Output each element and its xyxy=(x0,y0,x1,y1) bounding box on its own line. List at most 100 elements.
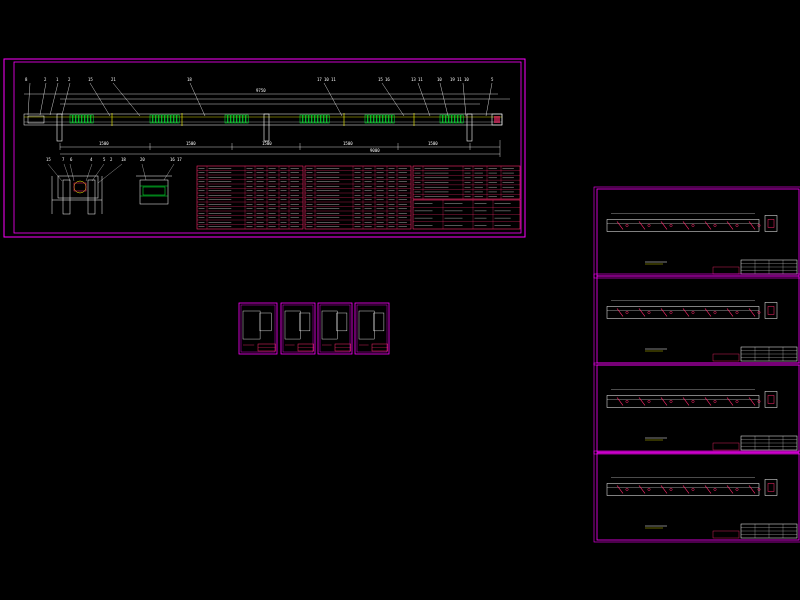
main-callout-label: 1 xyxy=(56,77,59,82)
beam-hole xyxy=(647,400,651,403)
thumbnail-part-view xyxy=(259,312,272,332)
beam-hole xyxy=(647,488,651,491)
main-callout-label: 13 xyxy=(411,77,416,82)
part-revision-block xyxy=(712,442,740,451)
section-view-right xyxy=(136,175,172,205)
idler-roller xyxy=(370,114,374,124)
part-sheet-outer-frame xyxy=(593,450,800,543)
idler-roller xyxy=(364,114,368,124)
idler-roller xyxy=(81,114,85,124)
beam-hole xyxy=(669,224,673,227)
thumbnail-inner-frame xyxy=(282,304,314,353)
beam-hole-mark xyxy=(726,308,734,317)
beam-hole xyxy=(757,488,761,491)
beam-hole-mark xyxy=(726,221,734,230)
beam-hole xyxy=(735,400,739,403)
thumbnail-inner-frame xyxy=(319,304,351,353)
main-sheet-outer-frame xyxy=(3,58,526,238)
support-legs xyxy=(56,113,473,142)
bom-block-right xyxy=(412,165,521,200)
thumbnail-frame xyxy=(317,302,353,355)
part-sheet-outer-frame xyxy=(593,362,800,455)
idler-roller xyxy=(326,114,330,124)
title-block xyxy=(412,199,521,230)
beam-hole xyxy=(647,311,651,314)
part-revision-block xyxy=(712,266,740,275)
part-sheet-1 xyxy=(593,186,800,279)
end-view xyxy=(764,479,778,496)
main-callout-label: 15 xyxy=(88,77,93,82)
section-callout: 18 xyxy=(121,157,126,162)
beam-hole xyxy=(713,311,717,314)
beam-hole-mark xyxy=(704,221,712,230)
bom-block-right-border xyxy=(412,165,521,200)
thumbnail-frame xyxy=(280,302,316,355)
beam-hole-mark xyxy=(616,308,624,317)
beam-hole-mark xyxy=(704,308,712,317)
end-view xyxy=(764,302,778,319)
idler-roller xyxy=(391,114,395,124)
idler-roller xyxy=(448,114,452,124)
main-callout-label: 15 xyxy=(378,77,383,82)
section-callout: 2 xyxy=(110,157,113,162)
main-callout-leaders xyxy=(27,82,493,117)
beam-hole xyxy=(625,488,629,491)
main-assembly-sheet: 8 2 1 2 15 21 18 17 10 11 15 16 13 11 10… xyxy=(3,58,526,238)
thumbnail-part-view xyxy=(242,310,261,340)
beam-hole xyxy=(669,400,673,403)
beam-hole-mark xyxy=(748,397,756,406)
beam-hole xyxy=(691,311,695,314)
idler-roller xyxy=(164,114,168,124)
beam-hole xyxy=(647,224,651,227)
beam-hole xyxy=(735,488,739,491)
idler-roller-groups xyxy=(69,113,464,126)
beam-hole-mark xyxy=(660,221,668,230)
beam-hole xyxy=(625,311,629,314)
main-callout-label: 11 xyxy=(418,77,423,82)
idler-roller xyxy=(173,114,177,124)
part-sheet-frame xyxy=(596,364,800,453)
section-callout: 20 xyxy=(140,157,145,162)
detail-sheet-thumbnails xyxy=(238,302,390,355)
section-right-leaders xyxy=(141,163,175,181)
beam-hole xyxy=(713,400,717,403)
drive-end-unit xyxy=(27,115,45,124)
idler-roller xyxy=(152,114,156,124)
part-sheet-3 xyxy=(593,362,800,455)
beam-hole xyxy=(757,311,761,314)
part-sheet-frame xyxy=(596,188,800,277)
idler-roller xyxy=(445,114,449,124)
main-callout-label: 17 xyxy=(317,77,322,82)
beam-hole-mark xyxy=(704,485,712,494)
beam-outline xyxy=(606,395,760,408)
beam-hole-mark xyxy=(660,485,668,494)
beam-hole-mark xyxy=(704,397,712,406)
end-view xyxy=(764,391,778,408)
section-view-left xyxy=(51,175,103,215)
idler-roller xyxy=(317,114,321,124)
end-view xyxy=(764,215,778,232)
beam-hole-mark xyxy=(726,485,734,494)
beam-hole xyxy=(669,488,673,491)
beam-outline xyxy=(606,483,760,496)
section-callout: 5 xyxy=(103,157,106,162)
thumbnail-part-view xyxy=(373,312,385,332)
idler-roller xyxy=(460,114,464,124)
thumbnail-part-view xyxy=(336,312,348,332)
end-view-detail xyxy=(767,483,775,492)
main-callout-label: 2 xyxy=(68,77,71,82)
beam-hole-mark xyxy=(616,221,624,230)
main-callout-labels: 8 2 1 2 15 21 18 17 10 11 15 16 13 11 10… xyxy=(25,77,494,82)
beam-hole xyxy=(757,224,761,227)
support-leg xyxy=(466,113,473,142)
beam-hole-mark xyxy=(616,485,624,494)
part-drawing-sheets xyxy=(593,186,800,543)
beam-hole xyxy=(691,488,695,491)
thumbnail-sheet-1 xyxy=(238,302,278,355)
segment-dimension: 1500 xyxy=(428,141,438,146)
main-sheet-inner-frame xyxy=(13,61,522,234)
thumbnail-inner-frame xyxy=(356,304,388,353)
idler-roller xyxy=(176,114,180,124)
beam-hole xyxy=(691,400,695,403)
